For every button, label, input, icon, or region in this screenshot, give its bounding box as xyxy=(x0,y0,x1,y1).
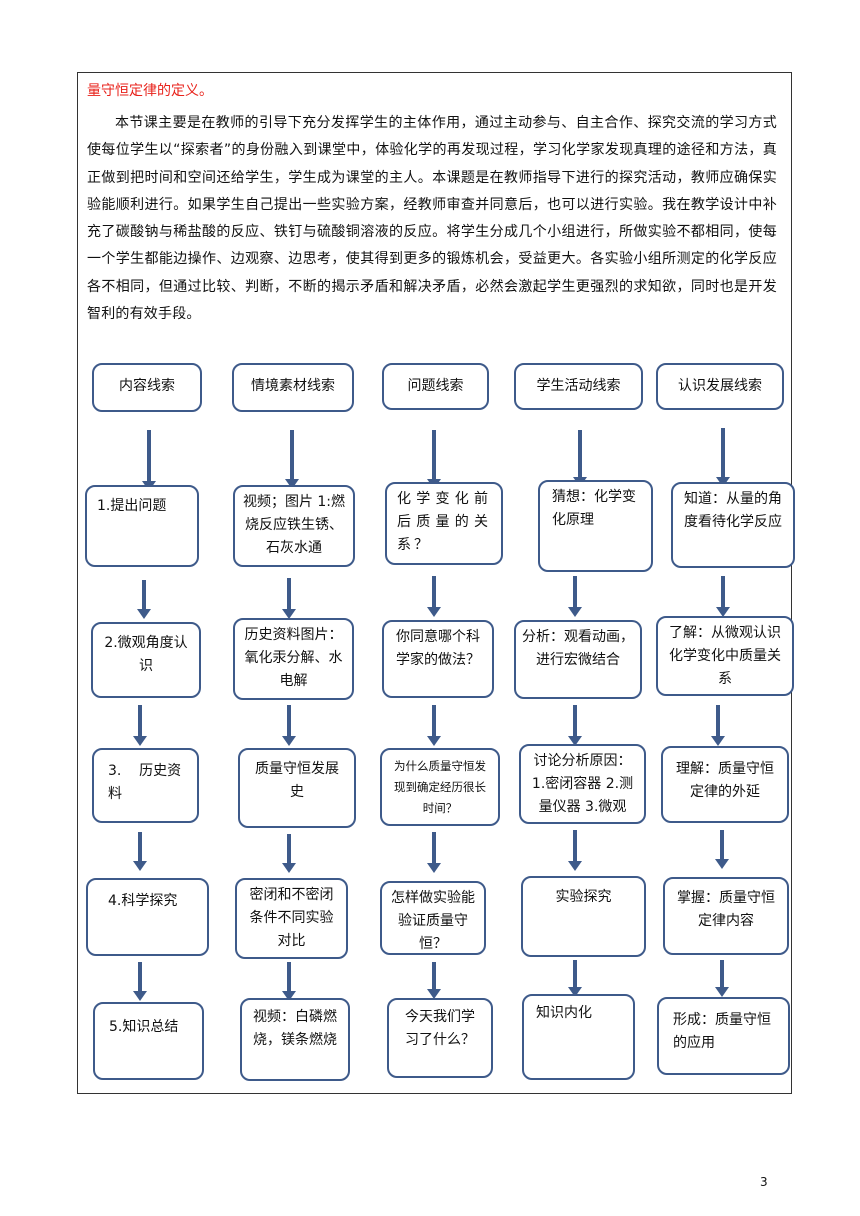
flow-box-c2-r1: 视频；图片 1:燃烧反应铁生锈、石灰水通 xyxy=(233,485,355,567)
header-cognition-clue: 认识发展线索 xyxy=(656,363,784,410)
section-heading: 量守恒定律的定义。 xyxy=(87,83,213,99)
header-situation-clue: 情境素材线索 xyxy=(232,363,354,412)
arrow xyxy=(715,960,729,997)
flow-box-c3-r1: 化学变化前后质量的关系？ xyxy=(385,482,503,565)
flow-box-c1-r1: 1.提出问题 xyxy=(85,485,199,567)
flow-box-c1-r3: 3. 历史资料 xyxy=(92,748,199,823)
body-paragraph: 本节课主要是在教师的引导下充分发挥学生的主体作用，通过主动参与、自主合作、探究交… xyxy=(87,115,777,323)
flow-box-c1-r2: 2.微观角度认识 xyxy=(91,622,201,698)
arrow xyxy=(282,705,296,746)
arrow xyxy=(282,962,296,1001)
flow-box-c3-r3: 为什么质量守恒发现到确定经历很长时间？ xyxy=(380,748,500,826)
flow-box-c2-r3: 质量守恒发展史 xyxy=(238,748,356,828)
arrow xyxy=(716,576,730,617)
arrow xyxy=(282,834,296,873)
arrow xyxy=(715,830,729,869)
flow-box-c5-r1: 知道：从量的角度看待化学反应 xyxy=(671,482,795,568)
flow-box-c4-r5: 知识内化 xyxy=(522,994,635,1080)
page-number: 3 xyxy=(760,1175,768,1189)
header-activity-clue: 学生活动线索 xyxy=(514,363,643,410)
arrow xyxy=(285,430,299,489)
arrow xyxy=(427,962,441,999)
content-frame xyxy=(77,72,792,1094)
arrow xyxy=(133,832,147,871)
flow-box-c5-r3: 理解：质量守恒定律的外延 xyxy=(661,746,789,823)
arrow xyxy=(427,430,441,489)
header-question-clue: 问题线索 xyxy=(382,363,489,410)
arrow xyxy=(716,428,730,487)
arrow xyxy=(568,576,582,617)
header-content-clue: 内容线索 xyxy=(92,363,202,412)
flow-box-c2-r2: 历史资料图片：氧化汞分解、水电解 xyxy=(233,618,354,700)
flow-box-c5-r5: 形成：质量守恒的应用 xyxy=(657,997,790,1075)
arrow xyxy=(711,705,725,746)
arrow xyxy=(427,832,441,873)
flow-box-c2-r5: 视频：白磷燃烧，镁条燃烧 xyxy=(240,998,350,1081)
flow-box-c1-r5: 5.知识总结 xyxy=(93,1002,204,1080)
arrow xyxy=(427,576,441,617)
arrow xyxy=(282,578,296,619)
flow-box-c4-r4: 实验探究 xyxy=(521,876,646,957)
flow-box-c5-r2: 了解：从微观认识化学变化中质量关系 xyxy=(656,616,794,696)
flow-box-c3-r4: 怎样做实验能验证质量守恒？ xyxy=(380,881,486,955)
flow-box-c1-r4: 4.科学探究 xyxy=(86,878,209,956)
arrow xyxy=(142,430,156,491)
arrow xyxy=(133,962,147,1001)
arrow xyxy=(568,960,582,997)
arrow xyxy=(133,705,147,746)
flow-box-c4-r1: 猜想：化学变化原理 xyxy=(538,480,653,572)
arrow xyxy=(137,580,151,619)
flow-box-c3-r5: 今天我们学习了什么？ xyxy=(387,998,493,1078)
flow-box-c4-r3: 讨论分析原因：1.密闭容器 2.测量仪器 3.微观 xyxy=(519,744,646,824)
flow-box-c2-r4: 密闭和不密闭条件不同实验对比 xyxy=(235,878,348,959)
flow-box-c4-r2: 分析：观看动画，进行宏微结合 xyxy=(514,620,642,699)
flow-box-c5-r4: 掌握：质量守恒定律内容 xyxy=(663,877,789,955)
arrow xyxy=(568,830,582,871)
arrow xyxy=(573,430,587,487)
arrow xyxy=(427,705,441,746)
flow-box-c3-r2: 你同意哪个科学家的做法？ xyxy=(382,620,494,698)
arrow xyxy=(568,705,582,746)
